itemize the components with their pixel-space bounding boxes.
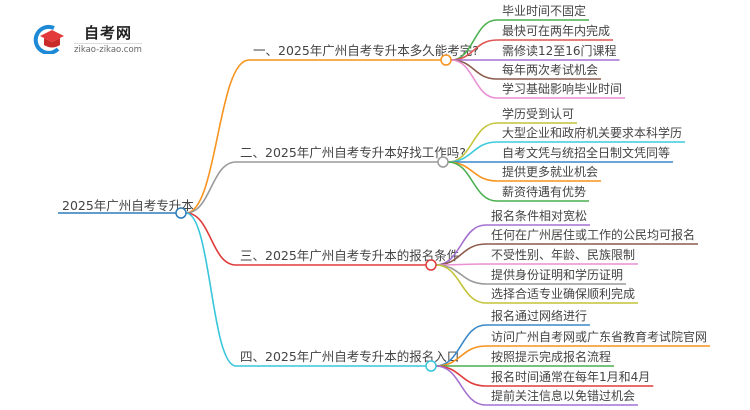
branch-connector	[185, 212, 237, 367]
leaf-connector	[435, 365, 487, 406]
branch-collapse-toggle[interactable]	[440, 54, 452, 66]
leaf-node-label[interactable]: 报名时间通常在每年1月和4月	[491, 369, 650, 384]
leaf-node-label[interactable]: 薪资待遇有优势	[502, 185, 586, 199]
leaf-node-label[interactable]: 提供身份证明和学历证明	[491, 267, 623, 282]
branch-collapse-toggle[interactable]	[425, 360, 437, 372]
leaf-node-label[interactable]: 大型企业和政府机关要求本科学历	[502, 125, 682, 140]
leaf-node-label[interactable]: 毕业时间不固定	[502, 3, 586, 18]
branch-connector	[185, 212, 237, 266]
branch-collapse-toggle[interactable]	[425, 259, 437, 271]
leaf-node-label[interactable]: 最快可在两年内完成	[502, 23, 610, 38]
leaf-node-label[interactable]: 选择合适专业确保顺利完成	[491, 286, 635, 301]
branch-connector	[185, 59, 250, 214]
site-logo[interactable]: 自考网 zikao-zikao.com	[32, 22, 142, 55]
leaf-node-label[interactable]: 自考文凭与统招全日制文凭同等	[502, 145, 670, 160]
leaf-node-label[interactable]: 提供更多就业机会	[502, 164, 598, 179]
leaf-node-label[interactable]: 不受性别、年龄、民族限制	[491, 248, 635, 262]
leaf-connector	[447, 161, 498, 202]
leaf-node-label[interactable]: 任何在广州居住或工作的公民均可报名	[491, 227, 695, 242]
leaf-node-label[interactable]: 提前关注信息以免错过机会	[491, 388, 635, 403]
leaf-node-label[interactable]: 访问广州自考网或广东省教育考试院官网	[491, 329, 707, 344]
graduation-cap-logo-icon	[33, 24, 64, 54]
branch-4-label[interactable]: 四、2025年广州自考专升本的报名入口	[240, 349, 459, 364]
leaf-connector	[450, 59, 498, 80]
leaf-node-label[interactable]: 每年两次考试机会	[502, 62, 598, 77]
leaf-node-label[interactable]: 需修读12至16门课程	[502, 43, 617, 58]
branch-3-label[interactable]: 三、2025年广州自考专升本的报名条件	[240, 248, 459, 263]
branch-collapse-toggle[interactable]	[437, 156, 449, 168]
leaf-node-label[interactable]: 报名条件相对宽松	[491, 208, 587, 223]
leaf-connector	[450, 59, 498, 99]
branch-1-label[interactable]: 一、2025年广州自考专升本多久能考完?	[253, 43, 479, 58]
leaf-connector	[435, 365, 487, 387]
leaf-connector	[435, 264, 487, 285]
leaf-node-label[interactable]: 学习基础影响毕业时间	[502, 81, 622, 96]
branch-2-label[interactable]: 二、2025年广州自考专升本好找工作吗?	[240, 145, 466, 160]
leaf-node-label[interactable]: 学历受到认可	[502, 106, 574, 121]
leaf-node-label[interactable]: 按照提示完成报名流程	[491, 349, 611, 364]
logo-title: 自考网	[83, 24, 132, 42]
leaf-connector	[447, 161, 498, 182]
logo-url: zikao-zikao.com	[74, 43, 142, 55]
leaf-connector	[435, 264, 487, 304]
root-node-label[interactable]: 2025年广州自考专升本	[62, 198, 194, 213]
root-collapse-toggle[interactable]	[175, 207, 187, 219]
branch-connector	[185, 161, 237, 214]
leaf-node-label[interactable]: 报名通过网络进行	[491, 308, 587, 323]
